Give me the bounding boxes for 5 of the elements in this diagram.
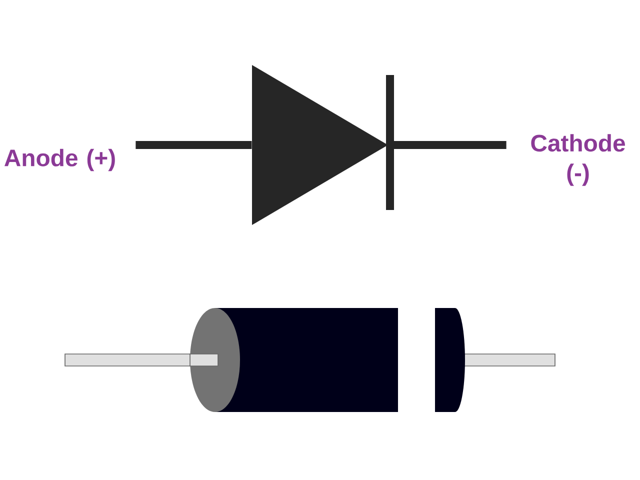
wire	[392, 141, 506, 149]
terminal-label: Cathode (-)	[531, 134, 625, 186]
diode-symbol	[252, 65, 394, 225]
wire	[136, 141, 252, 149]
terminal-label: Anode (+)	[4, 148, 115, 172]
